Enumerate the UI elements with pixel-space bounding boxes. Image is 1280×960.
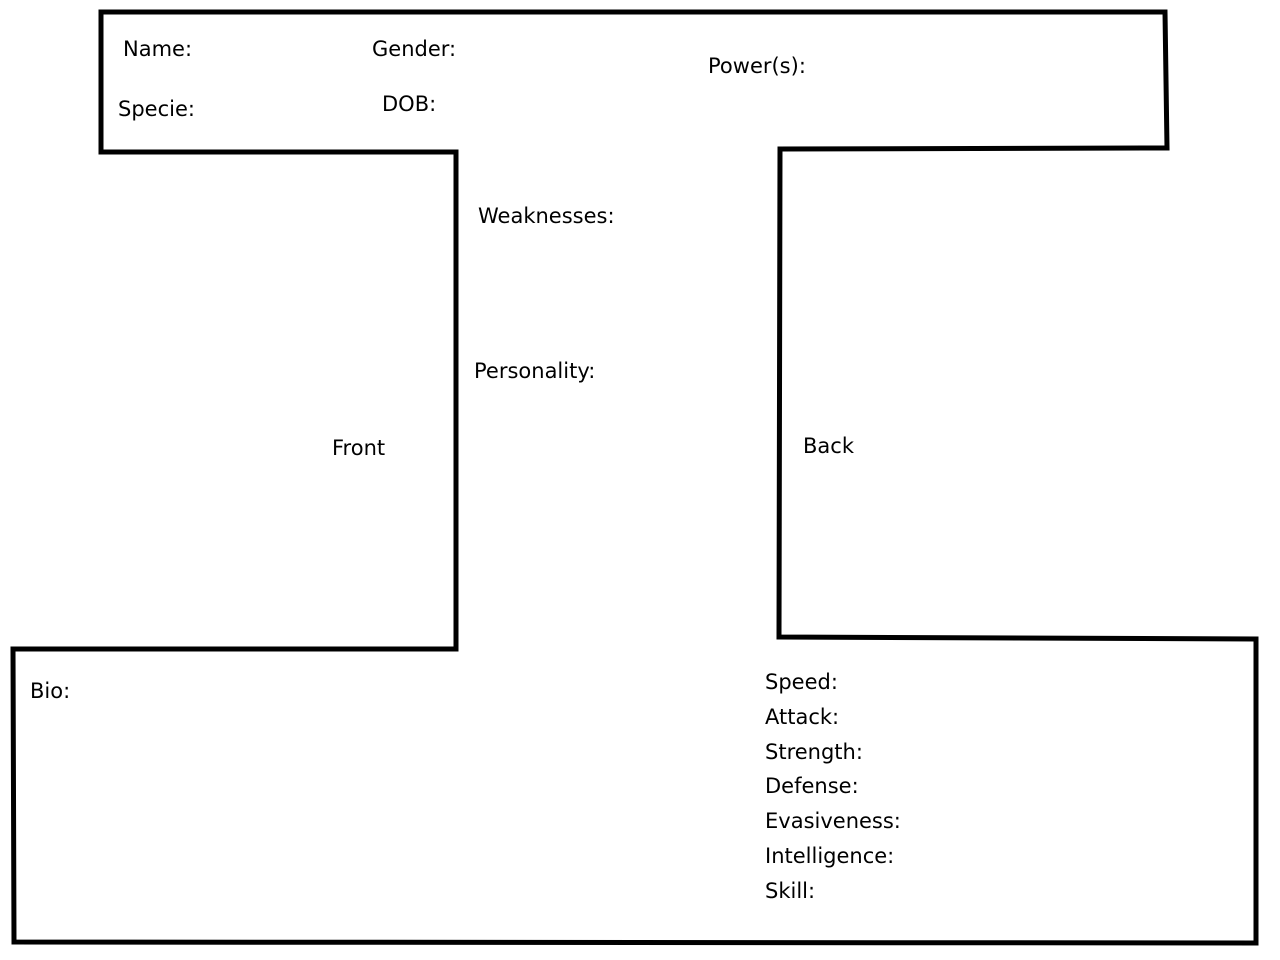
stats-list: Speed: Attack: Strength: Defense: Evasiv… <box>765 670 901 914</box>
stat-strength-label: Strength: <box>765 739 863 764</box>
back-view-label: Back <box>803 434 854 458</box>
stat-intelligence-label: Intelligence: <box>765 843 895 868</box>
stat-defense-label: Defense: <box>765 774 859 799</box>
gender-label: Gender: <box>372 37 457 61</box>
front-view-label: Front <box>332 436 386 460</box>
header-front-outline <box>10 9 1259 946</box>
dob-label: DOB: <box>382 92 437 116</box>
powers-label: Power(s): <box>708 54 806 78</box>
weaknesses-label: Weaknesses: <box>478 204 615 228</box>
stat-speed-label: Speed: <box>765 670 838 694</box>
personality-label: Personality: <box>474 359 596 383</box>
name-label: Name: <box>123 37 193 61</box>
stat-attack-label: Attack: <box>765 704 840 729</box>
stat-skill-label: Skill: <box>765 878 816 903</box>
bio-label: Bio: <box>30 679 71 703</box>
stat-evasiveness-label: Evasiveness: <box>765 809 901 834</box>
specie-label: Specie: <box>118 97 195 121</box>
